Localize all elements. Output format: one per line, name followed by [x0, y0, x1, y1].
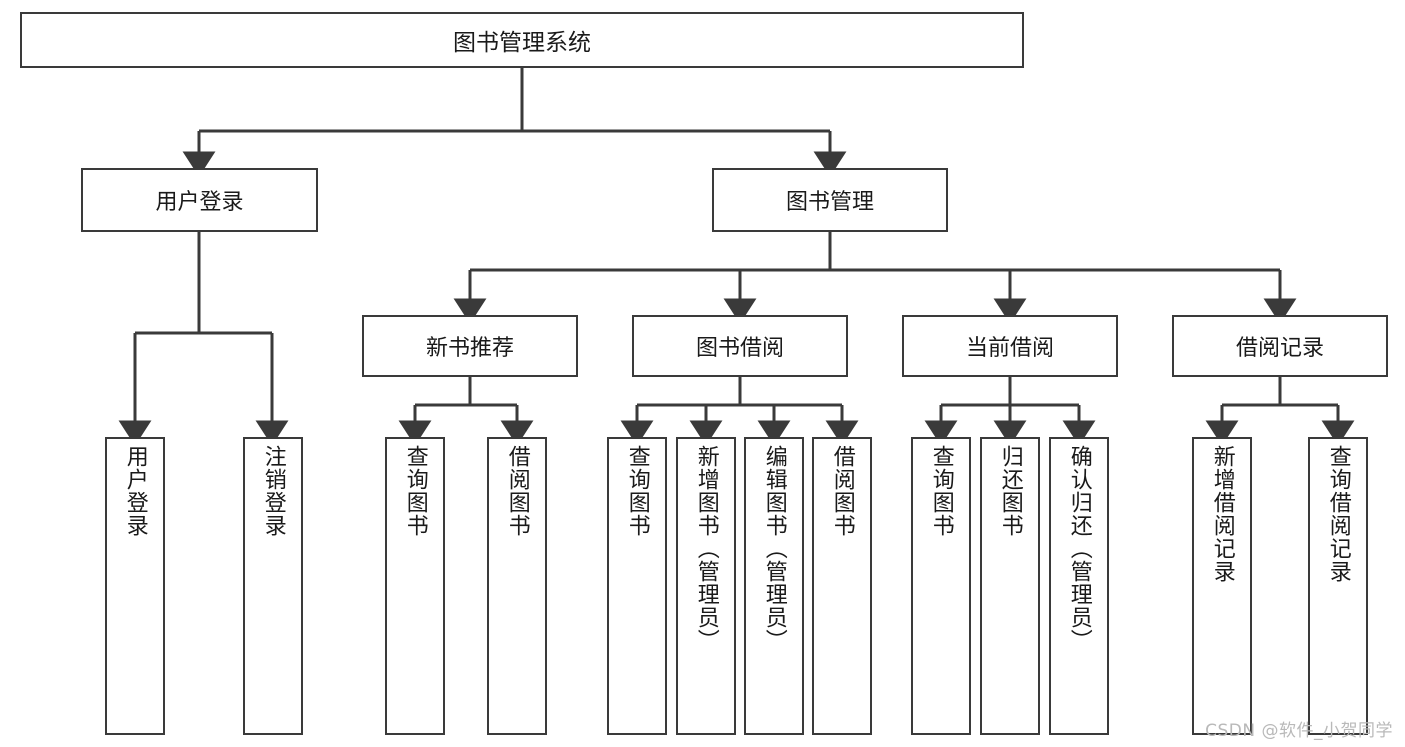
node-book-borrow[interactable]: 图书借阅 — [632, 315, 848, 377]
leaf-label: 借阅图书 — [829, 445, 855, 537]
leaf-label: 查询图书 — [928, 445, 954, 537]
leaf-user-login-signin[interactable]: 用户登录 — [105, 437, 165, 735]
leaf-label: 归还图书 — [997, 445, 1023, 537]
leaf-label: 新增图书（管理员） — [693, 445, 719, 652]
csdn-watermark: CSDN @软件_小贺同学 — [1205, 721, 1393, 741]
leaf-record-add-borrow-record[interactable]: 新增借阅记录 — [1192, 437, 1252, 735]
leaf-recommend-borrow-book[interactable]: 借阅图书 — [487, 437, 547, 735]
leaf-borrow-edit-book-admin[interactable]: 编辑图书（管理员） — [744, 437, 804, 735]
leaf-label: 编辑图书（管理员） — [761, 445, 787, 652]
node-root-system[interactable]: 图书管理系统 — [20, 12, 1024, 68]
node-new-book-recommend[interactable]: 新书推荐 — [362, 315, 578, 377]
leaf-borrow-add-book-admin[interactable]: 新增图书（管理员） — [676, 437, 736, 735]
leaf-recommend-query-book[interactable]: 查询图书 — [385, 437, 445, 735]
leaf-label: 确认归还（管理员） — [1066, 445, 1092, 652]
leaf-label: 查询图书 — [402, 445, 428, 537]
node-borrow-record[interactable]: 借阅记录 — [1172, 315, 1388, 377]
leaf-user-login-signout[interactable]: 注销登录 — [243, 437, 303, 735]
leaf-current-query-book[interactable]: 查询图书 — [911, 437, 971, 735]
leaf-current-confirm-return-admin[interactable]: 确认归还（管理员） — [1049, 437, 1109, 735]
leaf-label: 借阅图书 — [504, 445, 530, 537]
leaf-label: 查询借阅记录 — [1325, 445, 1351, 583]
leaf-record-query-borrow-record[interactable]: 查询借阅记录 — [1308, 437, 1368, 735]
leaf-current-return-book[interactable]: 归还图书 — [980, 437, 1040, 735]
node-current-borrow[interactable]: 当前借阅 — [902, 315, 1118, 377]
node-book-management[interactable]: 图书管理 — [712, 168, 948, 232]
leaf-borrow-query-book[interactable]: 查询图书 — [607, 437, 667, 735]
leaf-label: 注销登录 — [260, 445, 286, 537]
leaf-label: 新增借阅记录 — [1209, 445, 1235, 583]
node-user-login[interactable]: 用户登录 — [81, 168, 318, 232]
leaf-label: 用户登录 — [122, 445, 148, 537]
leaf-label: 查询图书 — [624, 445, 650, 537]
leaf-borrow-borrow-book[interactable]: 借阅图书 — [812, 437, 872, 735]
